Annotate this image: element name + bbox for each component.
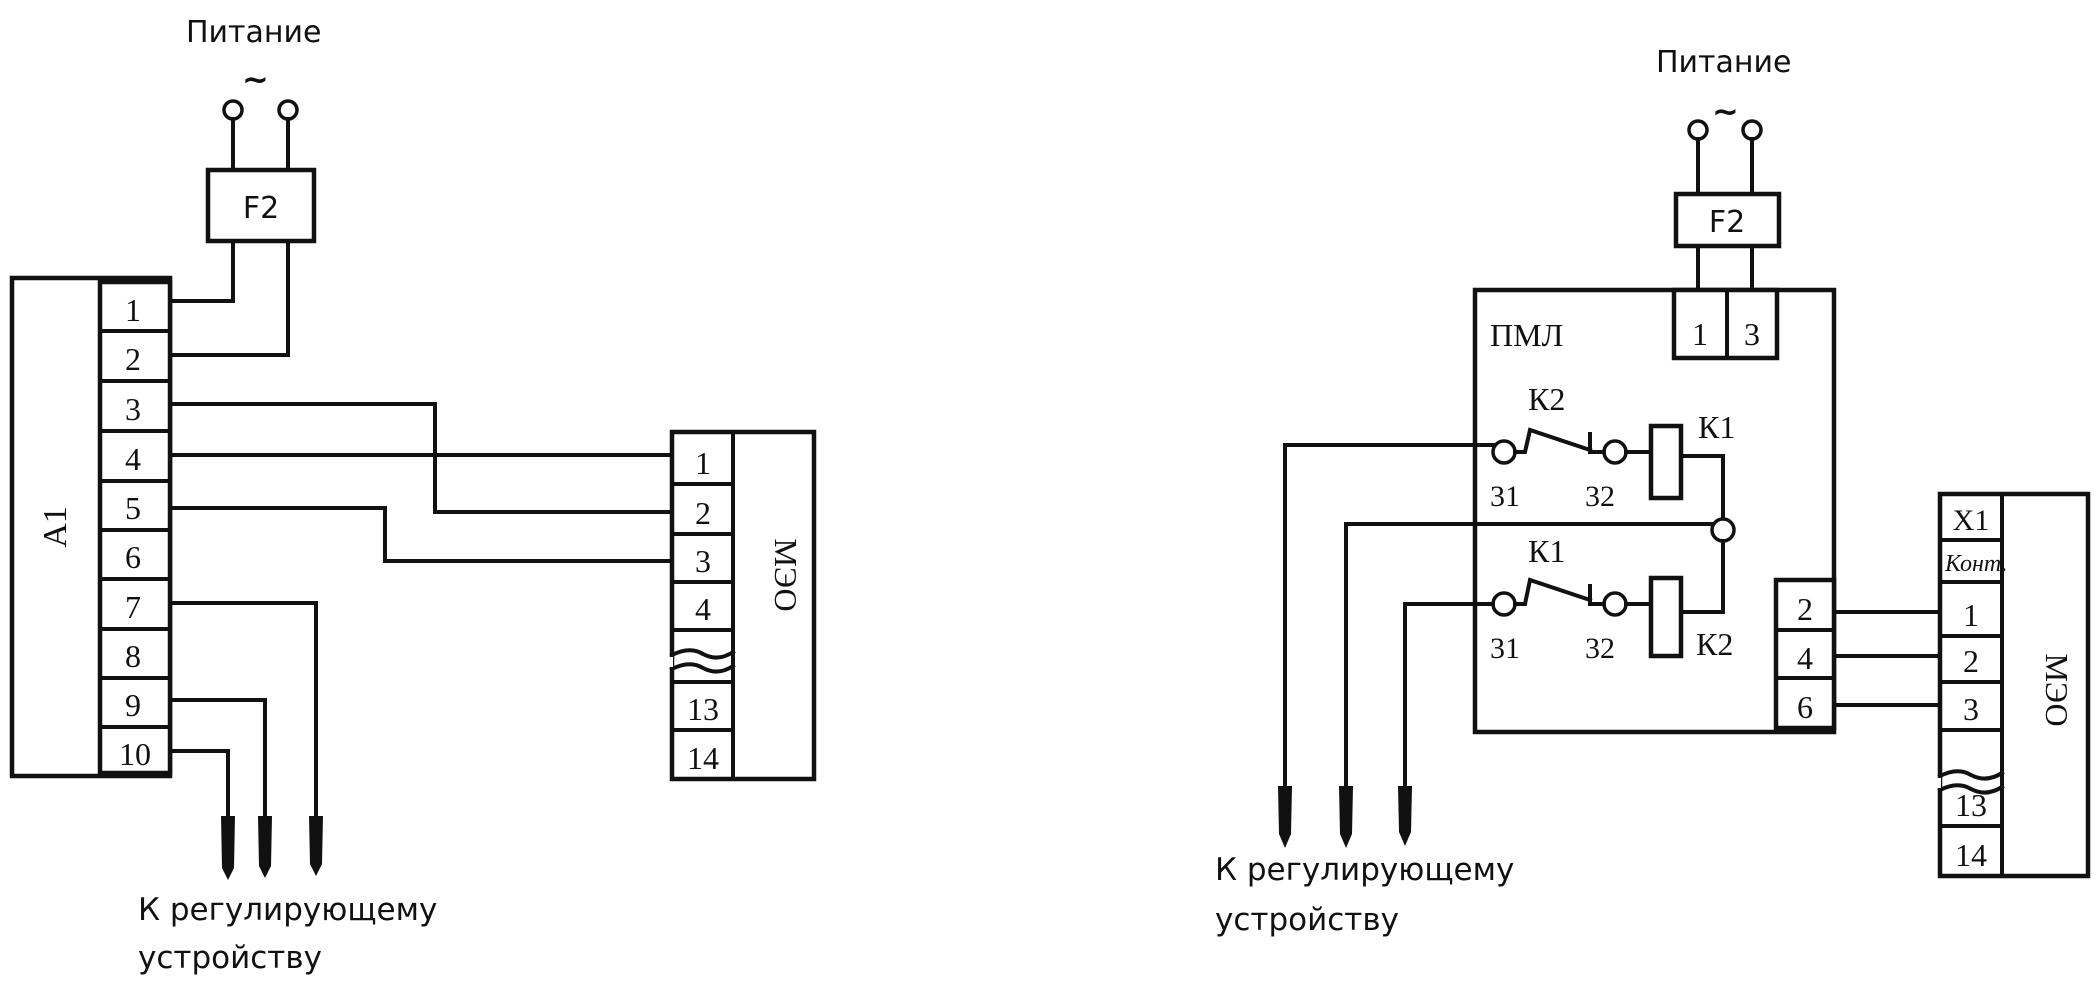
right-power-terminals (1687, 119, 1763, 196)
left-terminal-3: 3 (125, 391, 141, 427)
right-meo-terminal-13: 13 (1955, 787, 1987, 823)
right-contact-k2-label: К2 (1528, 381, 1565, 417)
right-bottom-contact-out: 32 (1585, 632, 1615, 665)
right-starter-terminal-1: 1 (1692, 316, 1708, 352)
left-meo-terminal-1: 1 (695, 445, 711, 481)
right-meo-terminal-2: 2 (1963, 643, 1979, 679)
right-actuator-label: МЭО (2039, 653, 2075, 726)
left-output-label-line1: К регулирующему (138, 892, 437, 928)
right-meo-terminal-3: 3 (1963, 691, 1979, 727)
right-fuse-f2: F2 (1673, 191, 1782, 292)
left-output-arrows (221, 816, 323, 880)
right-output-label-line2: устройству (1215, 902, 1399, 938)
right-control-wires (1283, 443, 1714, 792)
left-signal-wires (168, 402, 674, 822)
left-meo-terminal-3: 3 (695, 543, 711, 579)
right-output-label-line1: К регулирующему (1215, 852, 1514, 888)
left-power-terminals (222, 99, 299, 172)
left-fuse-f2: F2 (205, 167, 317, 244)
left-terminal-2: 2 (125, 341, 141, 377)
right-fuse-label: F2 (1709, 205, 1745, 240)
left-terminal-8: 8 (125, 638, 141, 674)
left-terminal-7: 7 (125, 589, 141, 625)
left-actuator-label: МЭО (768, 538, 804, 611)
left-controller-a1: 1 2 3 4 5 6 7 8 9 10 A1 (9, 275, 173, 779)
left-terminal-9: 9 (125, 687, 141, 723)
right-coil-k2-label: К2 (1696, 626, 1733, 662)
right-diagram: Питание ~ F2 ПМЛ 1 3 (1215, 45, 2091, 938)
left-fuse-label: F2 (243, 191, 279, 226)
right-common-junction (1710, 517, 1736, 543)
right-power-label: Питание (1656, 45, 1791, 80)
left-actuator-meo: 1 2 3 4 13 14 МЭО (667, 429, 817, 782)
right-top-contact-in: 31 (1490, 480, 1520, 513)
left-terminal-1: 1 (125, 292, 141, 328)
left-power-label: Питание (186, 15, 321, 50)
right-starter-terminal-2: 2 (1797, 591, 1813, 627)
left-output-label-line2: устройству (138, 940, 322, 976)
left-controller-label: A1 (37, 506, 74, 548)
left-terminal-4: 4 (125, 441, 141, 477)
right-top-contact-out: 32 (1585, 480, 1615, 513)
right-contact-k1-label: К1 (1528, 533, 1565, 569)
right-connector-sublabel: Конт. (1944, 551, 2008, 577)
right-starter-pml: ПМЛ 1 3 К2 31 32 К1 (1472, 287, 1837, 735)
right-coil-k2: К2 (1624, 575, 1733, 662)
right-meo-terminal-14: 14 (1955, 837, 1987, 873)
right-bottom-contact-in: 31 (1490, 632, 1520, 665)
left-terminal-10: 10 (119, 736, 151, 772)
right-connector-label: X1 (1953, 504, 1990, 537)
right-starter-terminal-3: 3 (1744, 316, 1760, 352)
left-terminal-5: 5 (125, 490, 141, 526)
right-coil-k1: К1 (1624, 409, 1735, 520)
right-starter-terminal-4: 4 (1797, 640, 1813, 676)
right-starter-label: ПМЛ (1490, 317, 1563, 353)
right-meo-terminal-1: 1 (1963, 597, 1979, 633)
right-actuator-meo: X1 Конт. 1 2 3 13 14 МЭО (1935, 491, 2091, 879)
right-contact-k2: К2 31 32 (1490, 381, 1628, 513)
left-ac-symbol: ~ (242, 60, 269, 98)
right-output-arrows (1278, 786, 1412, 848)
left-terminal-6: 6 (125, 539, 141, 575)
right-meo-wires (1832, 610, 1942, 707)
right-coil-k1-label: К1 (1698, 409, 1735, 445)
right-ac-symbol: ~ (1712, 92, 1739, 130)
left-controller-terminal-rows (98, 329, 172, 729)
right-starter-terminal-6: 6 (1797, 689, 1813, 725)
left-meo-terminal-13: 13 (687, 691, 719, 727)
left-meo-terminal-14: 14 (687, 740, 719, 776)
left-meo-terminal-2: 2 (695, 495, 711, 531)
left-diagram: Питание ~ F2 (9, 15, 817, 976)
left-meo-terminal-4: 4 (695, 591, 711, 627)
